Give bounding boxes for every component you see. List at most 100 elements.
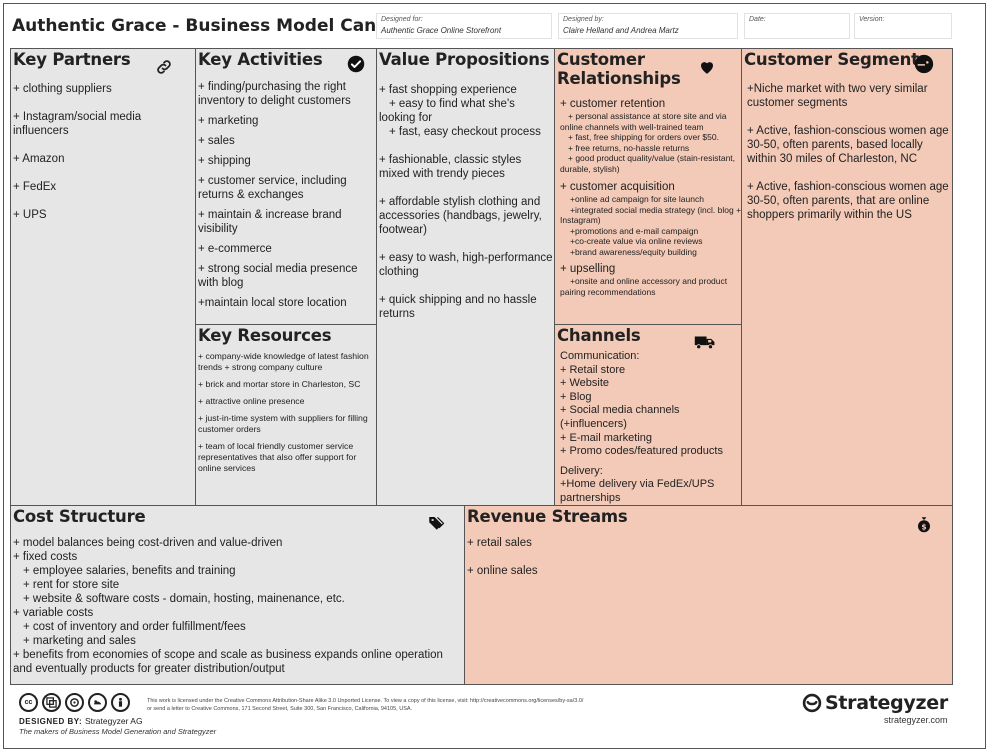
retention-heading: + customer retention	[560, 98, 666, 110]
list-item: + Active, fashion-conscious women age 30…	[747, 181, 949, 221]
checkmark-icon	[347, 55, 365, 73]
list-item: + affordable stylish clothing and access…	[379, 196, 542, 236]
license-text: This work is licensed under the Creative…	[147, 698, 584, 712]
creative-commons-badges: cc	[19, 693, 130, 712]
person-icon	[111, 693, 130, 712]
list-item: +Home delivery via FedEx/UPS partnership…	[560, 478, 715, 504]
channels-content: Communication: + Retail store + Website …	[560, 350, 740, 505]
key-resources-list: + company-wide knowledge of latest fashi…	[198, 351, 376, 474]
acquisition-heading: + customer acquisition	[560, 181, 675, 193]
list-item: + Amazon	[13, 153, 65, 165]
designed-by-field[interactable]: Designed by: Claire Helland and Andrea M…	[558, 13, 738, 39]
key-resources-title: Key Resources	[198, 326, 332, 345]
list-item: + team of local friendly customer servic…	[198, 441, 357, 473]
money-bag-icon: $	[918, 517, 930, 533]
list-item: + rent for store site	[23, 579, 120, 591]
version-label: Version:	[859, 16, 885, 23]
list-item: + fast shopping experience	[379, 84, 517, 96]
designed-for-field[interactable]: Designed for: Authentic Grace Online Sto…	[376, 13, 552, 39]
list-item: +maintain local store location	[198, 297, 347, 309]
list-item: + personal assistance at store site and …	[560, 111, 727, 132]
list-item: +Niche market with two very similar cust…	[747, 83, 928, 109]
channels-block: Channels Communication: + Retail store +…	[554, 324, 742, 506]
list-item: + Social media channels (+influencers)	[560, 404, 680, 430]
list-item: + good product quality/value (stain-resi…	[560, 153, 736, 174]
list-item: + FedEx	[13, 181, 57, 193]
list-item: + attractive online presence	[198, 396, 305, 406]
key-partners-title: Key Partners	[13, 50, 131, 69]
revenue-streams-list: + retail sales + online sales	[467, 536, 947, 578]
list-item: + company-wide knowledge of latest fashi…	[198, 351, 369, 372]
list-item: +onsite and online accessory and product…	[560, 276, 728, 297]
designed-for-value: Authentic Grace Online Storefront	[381, 26, 502, 35]
customer-segments-list: +Niche market with two very similar cust…	[747, 82, 952, 222]
customer-relationships-content: + customer retention + personal assistan…	[560, 97, 742, 297]
list-item: +integrated social media strategy (incl.…	[560, 204, 742, 226]
version-field[interactable]: Version:	[854, 13, 952, 39]
list-item: + finding/purchasing the right inventory…	[198, 81, 351, 107]
list-item: + customer service, including returns & …	[198, 175, 347, 201]
key-partners-block: Key Partners + clothing suppliers + Inst…	[10, 48, 196, 506]
cost-structure-title: Cost Structure	[13, 507, 146, 526]
list-item: + clothing suppliers	[13, 83, 112, 95]
list-item: + easy to wash, high-performance clothin…	[379, 252, 553, 278]
footer-makers: The makers of Business Model Generation …	[19, 727, 217, 736]
list-item: +brand awareness/equity building	[570, 246, 697, 257]
key-activities-title: Key Activities	[198, 50, 323, 69]
delivery-label: Delivery:	[560, 464, 603, 477]
value-propositions-list: + fast shopping experience + easy to fin…	[379, 83, 553, 321]
list-item: + just-in-time system with suppliers for…	[198, 413, 368, 434]
customer-relationships-block: Customer Relationships + customer retent…	[554, 48, 742, 325]
strategyzer-logo: Strategyzer	[802, 692, 948, 714]
cost-structure-block: Cost Structure + model balances being co…	[10, 505, 465, 685]
key-activities-block: Key Activities + finding/purchasing the …	[195, 48, 377, 325]
list-item: + Retail store	[560, 363, 626, 376]
list-item: + UPS	[13, 209, 47, 221]
list-item: + easy to find what she's looking for	[379, 98, 515, 124]
list-item: +co-create value via online reviews	[570, 236, 703, 246]
list-item: + maintain & increase brand visibility	[198, 209, 342, 235]
list-item: + employee salaries, benefits and traini…	[23, 565, 236, 577]
revenue-streams-block: Revenue Streams $ + retail sales + onlin…	[464, 505, 953, 685]
communication-label: Communication:	[560, 350, 640, 362]
strategyzer-url[interactable]: strategyzer.com	[884, 715, 948, 725]
heart-icon	[701, 62, 713, 74]
list-item: + sales	[198, 135, 235, 147]
list-item: + Promo codes/featured products	[560, 445, 723, 458]
designed-by-label: Designed by:	[563, 16, 604, 23]
date-label: Date:	[749, 16, 766, 23]
revenue-streams-title: Revenue Streams	[467, 507, 628, 526]
list-item: + variable costs	[13, 607, 94, 619]
list-item: + quick shipping and no hassle returns	[379, 294, 537, 320]
link-icon	[157, 60, 171, 74]
truck-icon	[694, 336, 715, 350]
attribution-icon	[42, 693, 61, 712]
list-item: + strong social media presence with blog	[198, 263, 358, 289]
list-item: + shipping	[198, 155, 251, 167]
commercial-icon	[88, 693, 107, 712]
list-item: + retail sales	[467, 537, 532, 549]
price-tag-icon	[429, 516, 445, 530]
channels-title: Channels	[557, 326, 641, 345]
svg-text:$: $	[921, 522, 926, 531]
list-item: + fashionable, classic styles mixed with…	[379, 154, 522, 180]
designed-by-value: Claire Helland and Andrea Martz	[563, 26, 679, 35]
list-item: + model balances being cost-driven and v…	[13, 537, 283, 549]
list-item: +online ad campaign for site launch	[570, 194, 704, 204]
customer-segments-title: Customer Segments	[744, 50, 929, 69]
customer-segments-block: Customer Segments +Niche market with two…	[741, 48, 953, 506]
date-field[interactable]: Date:	[744, 13, 850, 39]
list-item: + fast, free shipping for orders over $5…	[568, 132, 719, 142]
list-item: + online sales	[467, 565, 538, 577]
list-item: + Instagram/social media influencers	[13, 111, 142, 137]
person-head-icon	[914, 54, 934, 74]
share-alike-icon	[65, 693, 84, 712]
list-item: + E-mail marketing	[560, 431, 653, 444]
list-item: + Active, fashion-conscious women age 30…	[747, 125, 949, 165]
list-item: + benefits from economies of scope and s…	[13, 649, 443, 675]
key-resources-block: Key Resources + company-wide knowledge o…	[195, 324, 377, 506]
list-item: + Blog	[560, 390, 592, 403]
key-partners-list: + clothing suppliers + Instagram/social …	[13, 82, 191, 222]
list-item: + free returns, no-hassle returns	[568, 142, 690, 153]
list-item: +promotions and e-mail campaign	[570, 225, 699, 236]
